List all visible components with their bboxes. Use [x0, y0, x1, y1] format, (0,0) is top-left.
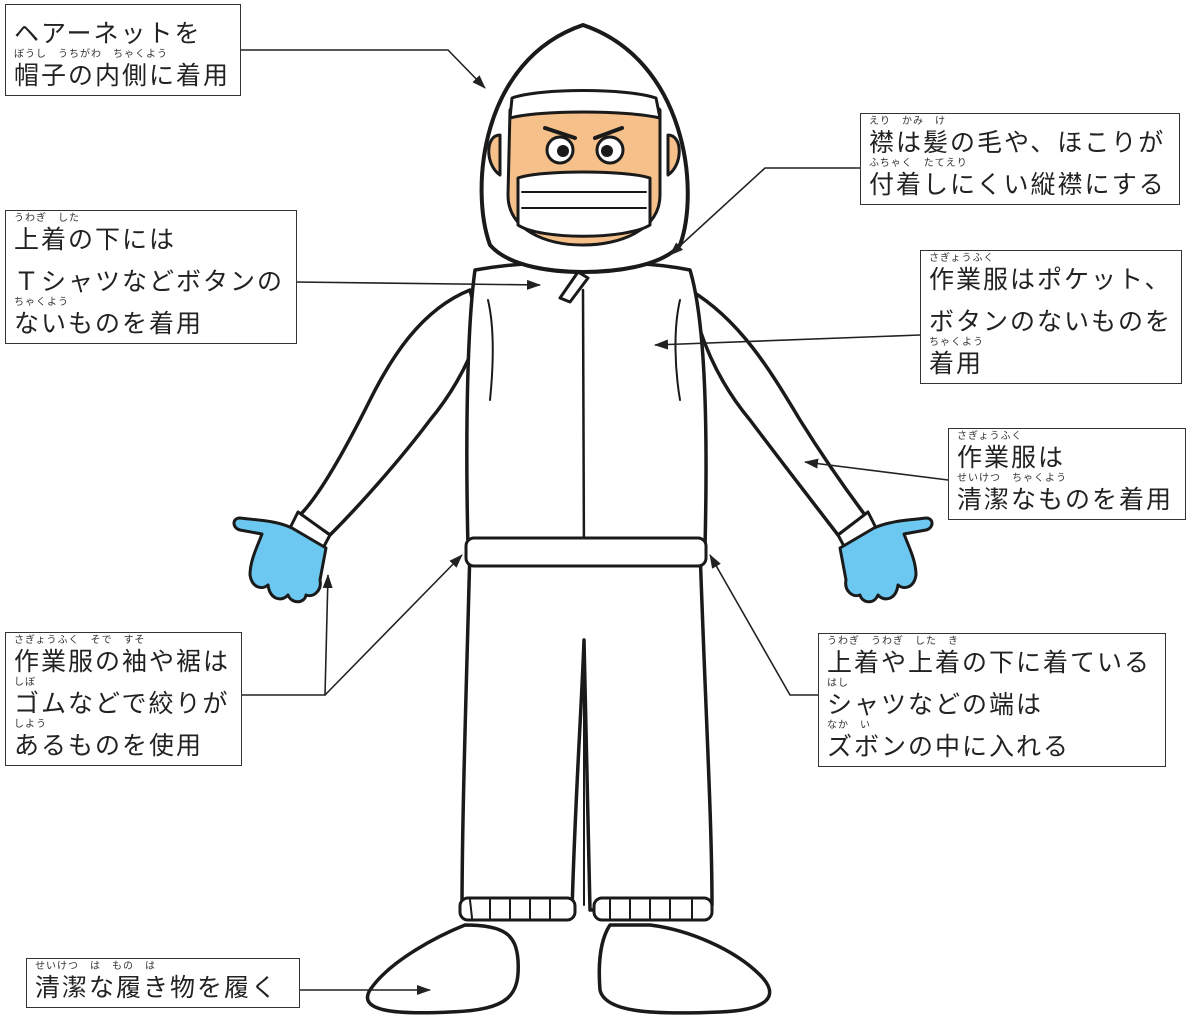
leader-hairnet [241, 49, 486, 89]
leader-pocket [654, 334, 921, 350]
note-shoes: せいけつ は もの は清潔な履き物を履く [26, 958, 300, 1008]
leader-tuck [709, 554, 818, 696]
left-glove [232, 516, 328, 604]
note-hairnet: ヘアーネットを ぼうし うちがわ ちゃくよう帽子の内側に着用 [5, 4, 241, 96]
note-pocket: さぎょうふく作業服はポケット、 ボタンのないものを ちゃくよう着用 [920, 250, 1182, 384]
leader-collar [669, 167, 860, 256]
note-clean: さぎょうふく作業服は せいけつ ちゃくよう清潔なものを着用 [948, 428, 1186, 520]
note-underwear: うわぎ した上着の下には Ｔシャツなどボタンの ちゃくようないものを着用 [5, 210, 297, 344]
gloves [232, 516, 934, 604]
left-arm [298, 288, 482, 537]
mask [516, 170, 652, 238]
left-shoe [365, 923, 520, 1015]
pants [460, 546, 714, 914]
right-arm [688, 288, 867, 537]
leader-sleeves-b [324, 554, 463, 696]
note-tuck: うわぎ うわぎ した き上着や上着の下に着ている はしシャツなどの端は なか い… [818, 633, 1166, 767]
leader-clean [804, 458, 949, 481]
note-collar: えり かみ け襟は髪の毛や、ほこりが ふちゃく たてえり付着しにくい縦襟にする [860, 113, 1180, 205]
note-sleeves: さぎょうふく そで すそ作業服の袖や裾は しぼゴムなどで絞りが しようあるものを… [5, 632, 242, 766]
right-shoe [597, 923, 772, 1015]
leader-underwear [295, 279, 541, 290]
right-glove [838, 516, 934, 604]
jacket [465, 261, 708, 550]
